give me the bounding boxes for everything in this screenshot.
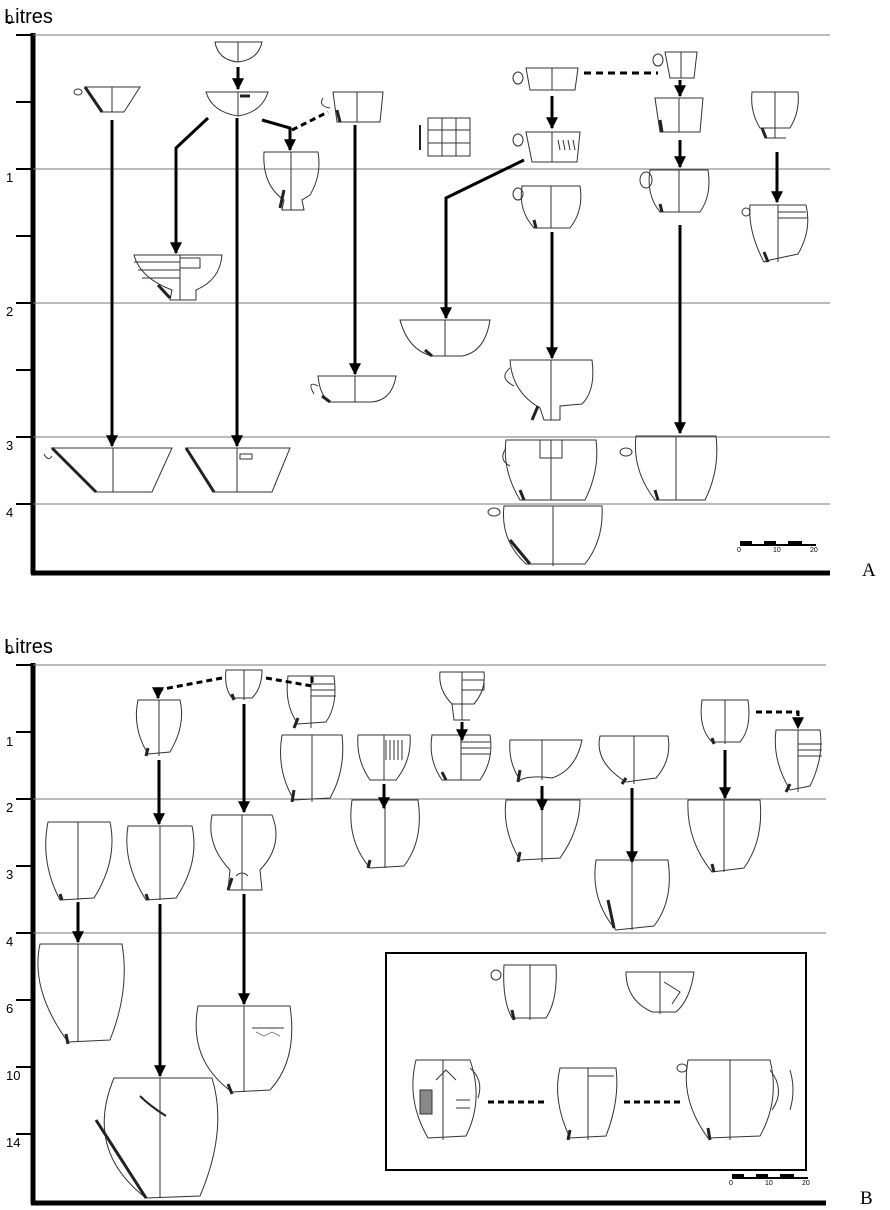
panel-b-tick-10: 10 [6,1068,21,1083]
panel-b-scale-20: 20 [802,1180,810,1187]
panel-b-gridlines [33,664,826,934]
vessel-b-pedestal-jar [210,814,277,891]
vessel-a-top-bowl [214,41,263,63]
panel-a [16,33,830,576]
vessel-a-basin-1 [43,446,173,494]
panel-a-title: Litres [4,6,53,28]
panel-b-tick-6: 6 [6,1001,14,1016]
panel-b [16,663,826,1206]
vessel-a-largest-jar [487,505,603,566]
connector [261,118,296,152]
vessel-b-jar-4 [509,739,583,783]
vessel-b-jar-6 [700,699,750,745]
panel-b-scale-bar [732,1174,808,1179]
panel-b-scale-10: 10 [765,1180,773,1187]
panel-a-tick-4: 4 [6,505,14,520]
connector-dashed [152,676,223,700]
panel-a-tick-marks [16,34,33,505]
inset-vessel-cup [490,964,557,1021]
vessel-b-jar-7 [774,729,822,793]
panel-a-label: A [862,560,876,581]
panel-a-scale-20: 20 [810,547,818,554]
panel-a-tick-0: 0 [6,12,14,27]
inset-vessel-large-jar [676,1059,794,1141]
vessel-b-small-decorated-jar [439,671,485,721]
connector-dashed [265,674,314,688]
vessel-b-decorated-jar [430,734,492,781]
vessel-a-basin-2 [184,447,291,493]
vessel-a-jar-4 [741,204,809,263]
vessel-b-ribbed-jar [357,734,411,781]
vessel-b-top-jar [225,669,263,701]
panel-b-tick-marks [16,664,33,1135]
panel-b-label: B [860,1188,873,1209]
inset-vessel-decorated-jar [412,1059,481,1140]
panel-b-tick-3: 3 [6,867,14,882]
vessel-a-jar-3 [639,169,710,213]
vessel-b-jar-9 [126,825,195,901]
panel-a-scale-10: 10 [773,547,781,554]
inset-vessel-bowl [625,971,695,1014]
vessel-a-bowl-2 [205,91,269,117]
vessel-a-cup-1 [321,91,384,123]
vessel-a-strainer [419,117,471,157]
panel-a-scale-0: 0 [737,547,741,554]
panel-b-tick-1: 1 [6,734,14,749]
vessel-b-jar-13 [594,859,670,931]
panel-a-scale-bar [740,541,816,546]
panel-a-tick-2: 2 [6,304,14,319]
vessel-b-large-jar-3 [94,1077,219,1199]
inset-vessel-jar [557,1067,618,1141]
panel-b-tick-2: 2 [6,800,14,815]
vessel-b-jar-8 [45,821,113,901]
panel-a-gridlines [33,34,830,505]
vessel-b-jar-3 [280,734,344,803]
panel-a-tick-1: 1 [6,170,14,185]
vessel-a-wide-bowl [399,319,491,358]
vessel-a-cup-5 [654,97,704,133]
panel-b-tick-4: 4 [6,934,14,949]
vessel-b-jar-1 [135,699,183,757]
vessel-b-large-jar-1 [37,943,125,1045]
panel-b-title: Litres [4,636,53,658]
vessel-a-cup-2 [512,67,579,91]
connector-dashed [756,710,804,730]
panel-b-scale-0: 0 [729,1180,733,1187]
vessel-b-jar-5 [598,735,670,785]
vessel-a-big-jar-2 [502,439,598,501]
vessel-b-jar-12 [687,799,762,873]
vessel-a-cup-3 [652,51,698,79]
vessel-a-handled-bowl [310,375,397,404]
connector [440,158,525,320]
vessel-a-pedestal-bowl [133,254,223,301]
panel-b-tick-0: 0 [6,642,14,657]
vessel-a-cup-4 [751,91,799,139]
connector-dashed [291,110,329,132]
vessel-a-big-jar-1 [504,359,594,421]
vessel-a-bowl-1 [73,86,141,113]
vessel-a-jar-2 [512,185,582,229]
vessel-b-jar-2 [286,675,336,729]
connector [170,116,210,255]
vessel-b-large-jar-2 [195,1005,293,1095]
vessel-a-decorated-cup [512,131,581,163]
panel-b-tick-14: 14 [6,1135,21,1150]
vessel-b-jar-10 [350,799,420,869]
panel-a-tick-3: 3 [6,438,14,453]
inset-box [385,952,807,1171]
vessel-a-jar-1 [263,151,320,211]
vessel-a-big-jar-3 [619,435,718,501]
